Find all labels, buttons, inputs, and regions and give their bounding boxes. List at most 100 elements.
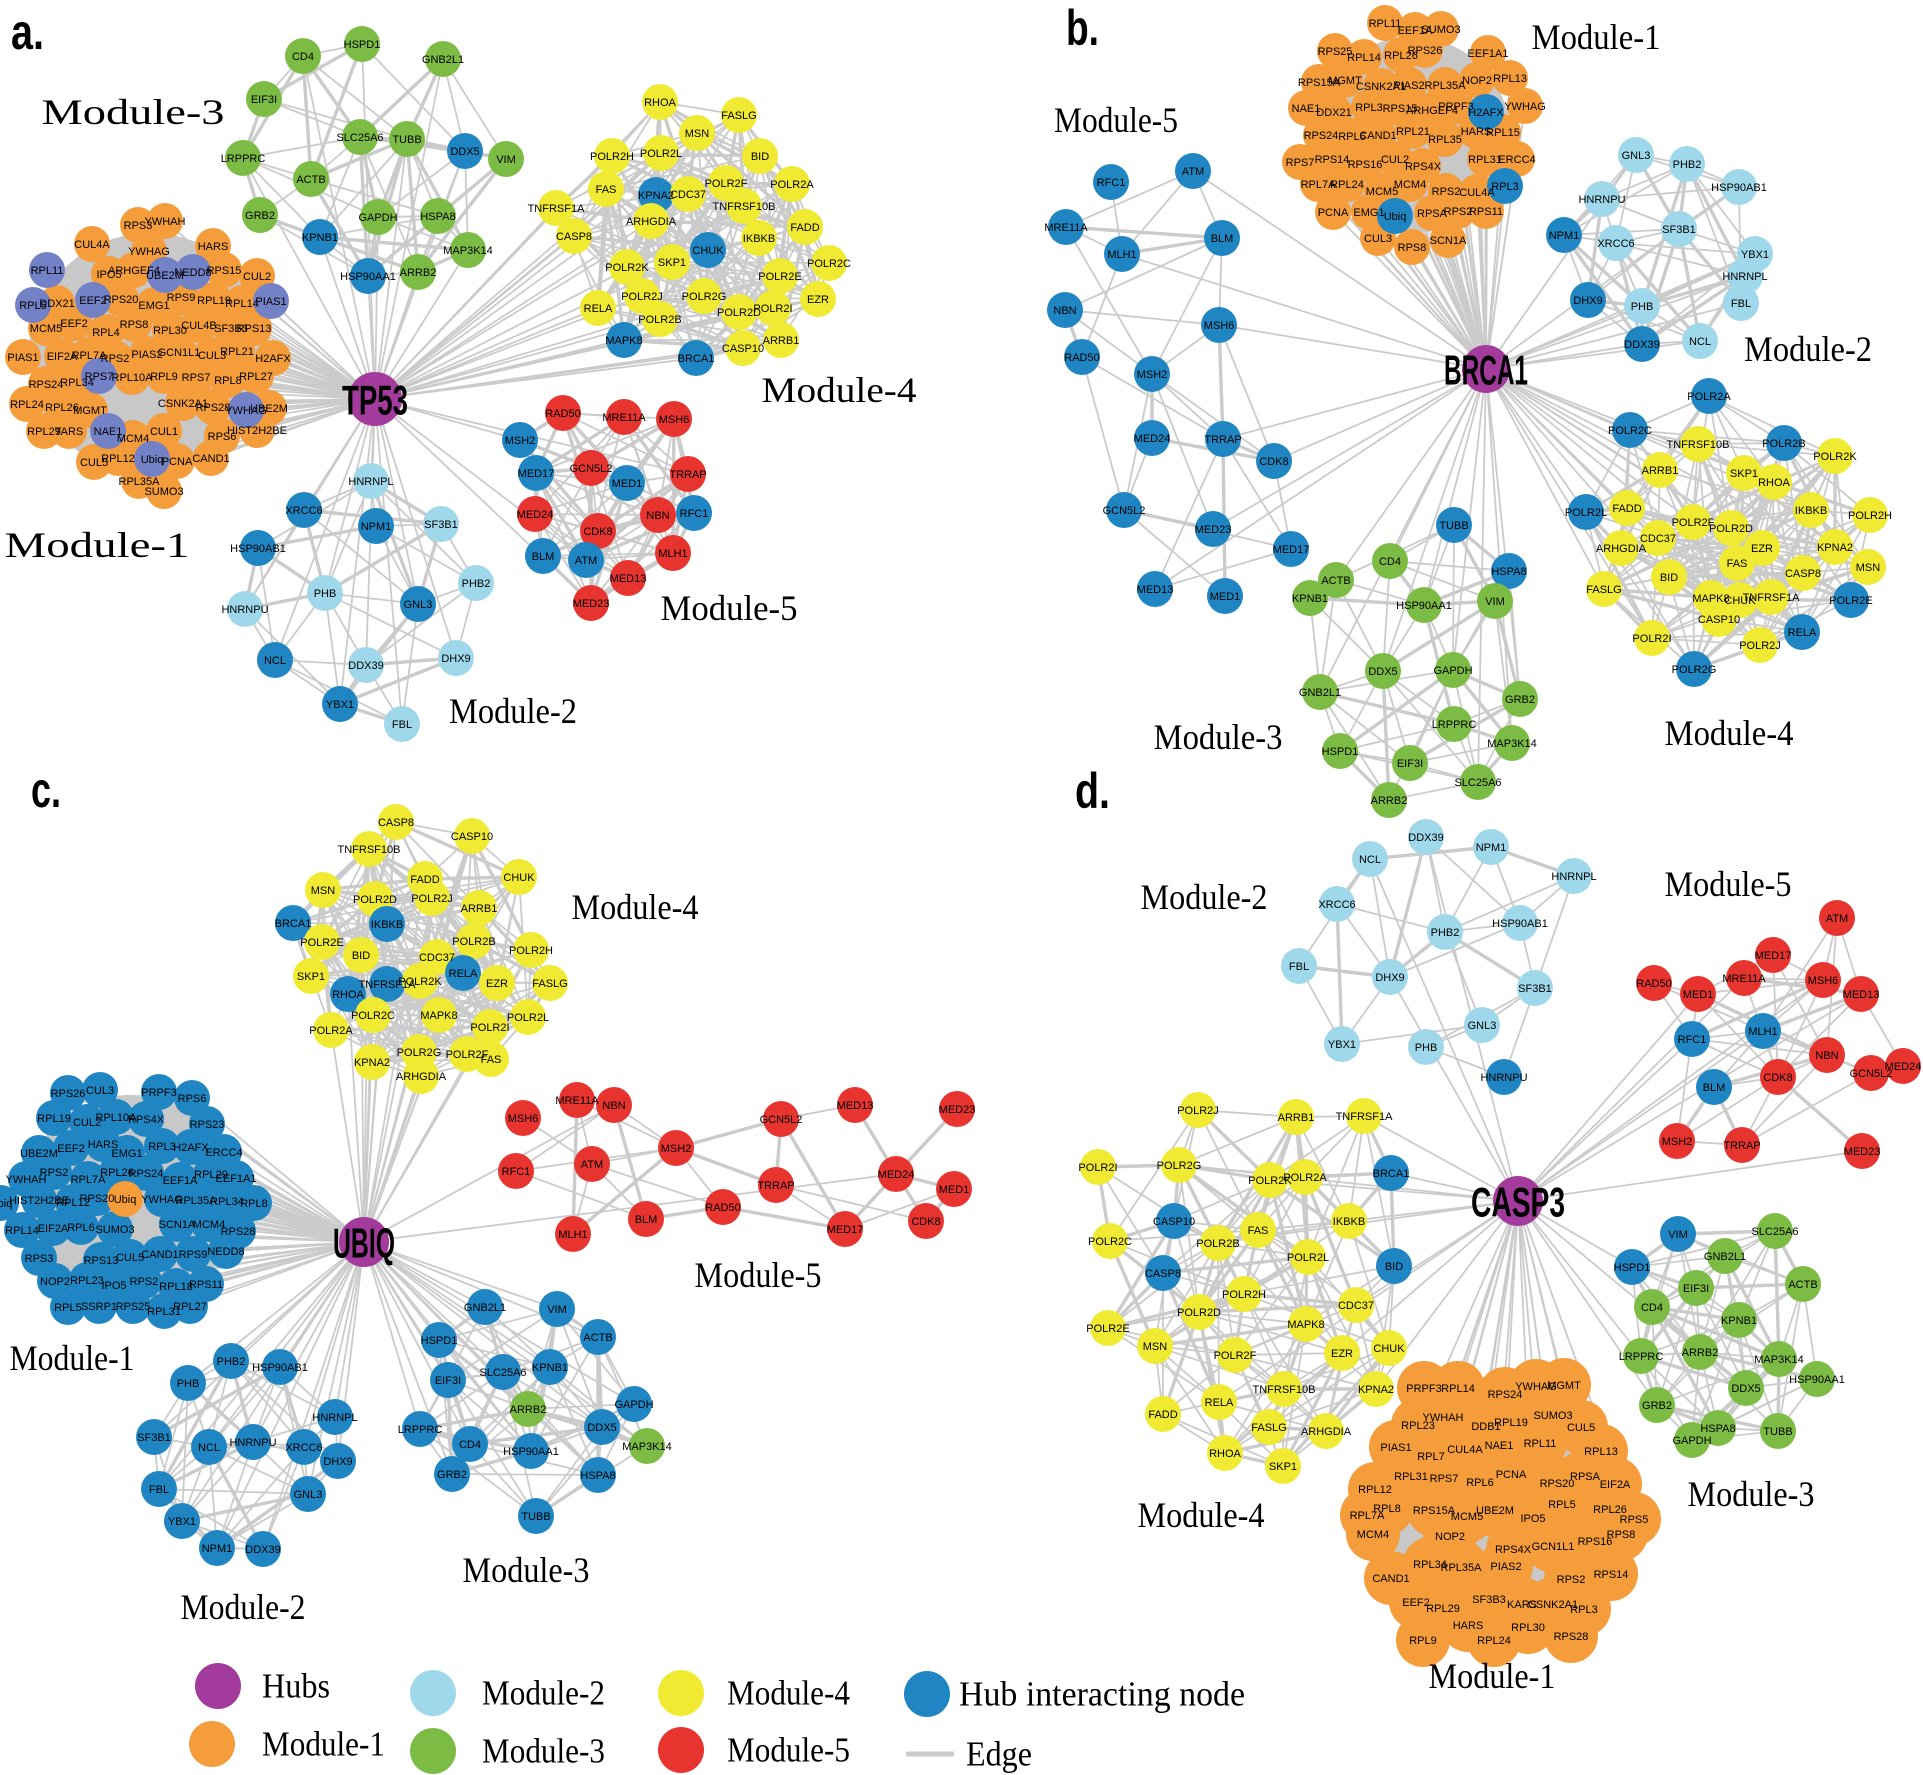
svg-text:MCM4: MCM4 [117, 433, 149, 445]
svg-text:GNL3: GNL3 [1622, 150, 1651, 162]
svg-text:MED1: MED1 [612, 478, 643, 490]
svg-text:MCM5: MCM5 [1366, 186, 1398, 198]
svg-text:UBE2M: UBE2M [250, 403, 288, 415]
svg-text:HSP90AA1: HSP90AA1 [1789, 1374, 1845, 1386]
svg-text:TUBB: TUBB [1439, 520, 1468, 532]
svg-text:RPL13: RPL13 [1493, 73, 1527, 85]
svg-text:RPL19: RPL19 [37, 1113, 71, 1125]
svg-text:MGMT: MGMT [1547, 1380, 1581, 1392]
svg-text:CASP8: CASP8 [556, 231, 592, 243]
svg-text:POLR2A: POLR2A [1687, 391, 1731, 403]
svg-text:MED24: MED24 [1134, 433, 1171, 445]
svg-text:NOP2: NOP2 [40, 1276, 70, 1288]
svg-text:HNRNPL: HNRNPL [1722, 271, 1767, 283]
svg-text:MED24: MED24 [517, 509, 554, 521]
svg-text:CDC37: CDC37 [670, 189, 706, 201]
svg-text:GRB2: GRB2 [437, 1469, 467, 1481]
svg-text:UBE2M: UBE2M [1476, 1505, 1514, 1517]
svg-text:RPSA: RPSA [1417, 208, 1448, 220]
svg-text:RPL14: RPL14 [225, 298, 259, 310]
svg-text:TNFRSF1A: TNFRSF1A [1743, 592, 1801, 604]
svg-text:DDX21: DDX21 [1316, 107, 1351, 119]
svg-text:CUL4A: CUL4A [1447, 1444, 1483, 1456]
svg-text:NPM1: NPM1 [1476, 842, 1507, 854]
svg-text:ARRB1: ARRB1 [461, 903, 498, 915]
svg-text:EEF1A: EEF1A [1398, 25, 1434, 37]
svg-text:XRCC6: XRCC6 [1597, 238, 1634, 250]
svg-text:RPL9: RPL9 [150, 371, 178, 383]
svg-text:MSH6: MSH6 [508, 1113, 539, 1125]
svg-text:RPL3: RPL3 [148, 1141, 176, 1153]
svg-text:MED23: MED23 [573, 598, 610, 610]
svg-text:YBX1: YBX1 [1328, 1039, 1356, 1051]
svg-text:GNB2L1: GNB2L1 [1299, 687, 1341, 699]
svg-text:ATM: ATM [1826, 913, 1848, 925]
svg-text:POLR2E: POLR2E [758, 271, 801, 283]
svg-text:DHX9: DHX9 [1573, 295, 1602, 307]
svg-text:RPL26: RPL26 [45, 402, 79, 414]
svg-text:RPS2: RPS2 [130, 1276, 159, 1288]
svg-text:HSPA8: HSPA8 [420, 211, 455, 223]
svg-text:HSPD1: HSPD1 [1322, 746, 1359, 758]
svg-text:RPS7: RPS7 [85, 371, 114, 383]
svg-text:PHB2: PHB2 [1673, 159, 1702, 171]
svg-text:PHB: PHB [1631, 301, 1654, 313]
svg-text:HSP90AA1: HSP90AA1 [1396, 600, 1452, 612]
svg-text:RPL23: RPL23 [1401, 1420, 1435, 1432]
svg-text:SCN1A: SCN1A [159, 1219, 196, 1231]
svg-text:POLR2I: POLR2I [1632, 633, 1671, 645]
svg-text:DDB1: DDB1 [1471, 1421, 1500, 1433]
svg-text:NBN: NBN [602, 1100, 625, 1112]
svg-text:RAD50: RAD50 [1636, 978, 1671, 990]
svg-text:EIF2A: EIF2A [47, 351, 78, 363]
svg-text:POLR2E: POLR2E [1086, 1323, 1129, 1335]
svg-text:BRCA1: BRCA1 [678, 353, 715, 365]
svg-text:SKP1: SKP1 [658, 257, 686, 269]
svg-text:CDK8: CDK8 [1259, 456, 1288, 468]
svg-text:POLR2B: POLR2B [638, 314, 681, 326]
svg-text:FAS: FAS [1727, 558, 1748, 570]
svg-text:CAND1: CAND1 [192, 453, 229, 465]
svg-text:RPL9: RPL9 [1409, 1635, 1437, 1647]
svg-text:RPL3: RPL3 [1355, 102, 1383, 114]
svg-text:MAP3K14: MAP3K14 [1754, 1354, 1804, 1366]
svg-text:RPL26: RPL26 [1593, 1504, 1627, 1516]
svg-text:HSP90AB1: HSP90AB1 [230, 543, 286, 555]
svg-text:SLC25A6: SLC25A6 [1454, 777, 1501, 789]
svg-text:SF3B1: SF3B1 [424, 519, 458, 531]
svg-text:YBX1: YBX1 [1741, 249, 1769, 261]
svg-text:HSP90AA1: HSP90AA1 [503, 1446, 559, 1458]
svg-text:GNL3: GNL3 [1468, 1020, 1497, 1032]
svg-text:HARS: HARS [1453, 1620, 1484, 1632]
svg-text:HIST2H2BE: HIST2H2BE [9, 1195, 69, 1207]
svg-text:ARRB2: ARRB2 [400, 267, 437, 279]
svg-text:Module-5: Module-5 [661, 588, 798, 628]
svg-text:RPS15A: RPS15A [1413, 1505, 1456, 1517]
svg-text:DDX21: DDX21 [39, 298, 74, 310]
svg-text:EZR: EZR [486, 978, 508, 990]
svg-text:Module-2: Module-2 [181, 1587, 306, 1627]
svg-text:RPS11: RPS11 [1469, 206, 1503, 218]
svg-text:RPL35: RPL35 [1428, 134, 1462, 146]
svg-text:MAPK8: MAPK8 [605, 335, 642, 347]
svg-text:EIF3I: EIF3I [1397, 758, 1423, 770]
svg-text:RPL7: RPL7 [1417, 1451, 1445, 1463]
svg-text:HSP90AB1: HSP90AB1 [252, 1362, 308, 1374]
svg-text:SLC25A6: SLC25A6 [479, 1367, 526, 1379]
svg-text:RPL12: RPL12 [101, 453, 135, 465]
svg-text:POLR2G: POLR2G [397, 1047, 442, 1059]
svg-text:RPS24: RPS24 [1304, 130, 1339, 142]
svg-text:RPL21: RPL21 [220, 346, 254, 358]
svg-text:PIAS2: PIAS2 [1393, 80, 1424, 92]
svg-text:GAPDH: GAPDH [358, 212, 397, 224]
svg-text:RPS11: RPS11 [189, 1279, 223, 1291]
svg-text:RPL8: RPL8 [240, 1198, 268, 1210]
svg-text:RPL19: RPL19 [197, 295, 231, 307]
svg-text:RPS4X: RPS4X [1495, 1544, 1532, 1556]
svg-text:Hub interacting node: Hub interacting node [959, 1675, 1245, 1714]
svg-text:MCM4: MCM4 [1357, 1529, 1389, 1541]
svg-text:TARS: TARS [55, 426, 84, 438]
svg-text:MCM5: MCM5 [30, 323, 62, 335]
svg-text:RPL31: RPL31 [1468, 154, 1502, 166]
svg-text:POLR2G: POLR2G [1672, 664, 1717, 676]
